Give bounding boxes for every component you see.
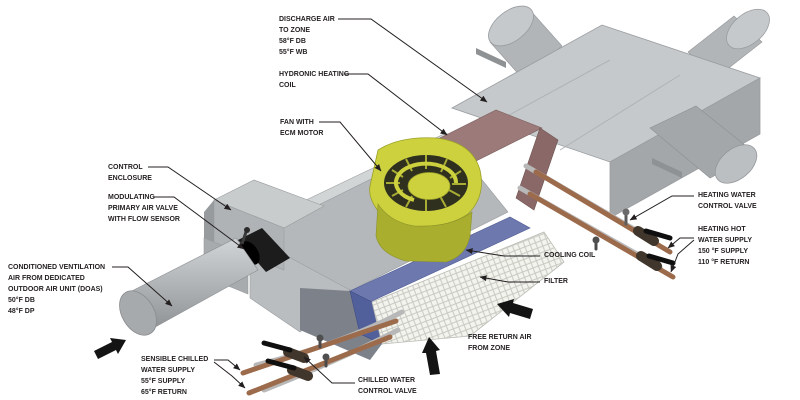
label-fan-ecm-motor: FAN WITH ECM MOTOR xyxy=(280,119,324,137)
label-heating-water-control-valve: HEATING WATER CONTROL VALVE xyxy=(698,192,757,210)
heating-water-piping-3d xyxy=(517,163,676,280)
label-free-return-air: FREE RETURN AIR FROM ZONE xyxy=(468,334,532,352)
duct-branch-top-left-3d xyxy=(476,5,563,79)
fan-3d xyxy=(369,137,482,263)
label-chilled-water-control-valve: CHILLED WATER CONTROL VALVE xyxy=(358,377,417,395)
inlet-duct-3d xyxy=(119,237,259,336)
heating-water-control-valve-3d xyxy=(592,208,630,251)
leader-lines xyxy=(112,18,695,389)
label-modulating-primary-air-valve: MODULATING PRIMARY AIR VALVE WITH FLOW S… xyxy=(108,194,180,223)
label-sensible-chilled-water: SENSIBLE CHILLED WATER SUPPLY 55°F SUPPL… xyxy=(141,356,209,396)
label-control-enclosure: CONTROL ENCLOSURE xyxy=(108,164,152,182)
label-filter: FILTER xyxy=(544,278,568,285)
airflow-arrow-return-up xyxy=(422,337,440,375)
airflow-arrow-return-left xyxy=(497,299,533,319)
chilled-water-piping-3d xyxy=(240,309,405,396)
chilled-water-control-valve-3d xyxy=(316,334,330,368)
duct-branch-bottom-right-3d xyxy=(649,105,758,184)
label-cooling-coil: COOLING COIL xyxy=(544,252,596,259)
label-hydronic-heating-coil: HYDRONIC HEATING COIL xyxy=(279,71,350,89)
label-heating-hot-water-supply: HEATING HOT WATER SUPPLY 150 °F SUPPLY 1… xyxy=(698,226,753,266)
airflow-arrow-inlet xyxy=(94,338,126,359)
label-discharge-air: DISCHARGE AIR TO ZONE 58°F DB 55°F WB xyxy=(279,16,335,56)
label-conditioned-ventilation-air: CONDITIONED VENTILATION AIR FROM DEDICAT… xyxy=(8,264,106,315)
